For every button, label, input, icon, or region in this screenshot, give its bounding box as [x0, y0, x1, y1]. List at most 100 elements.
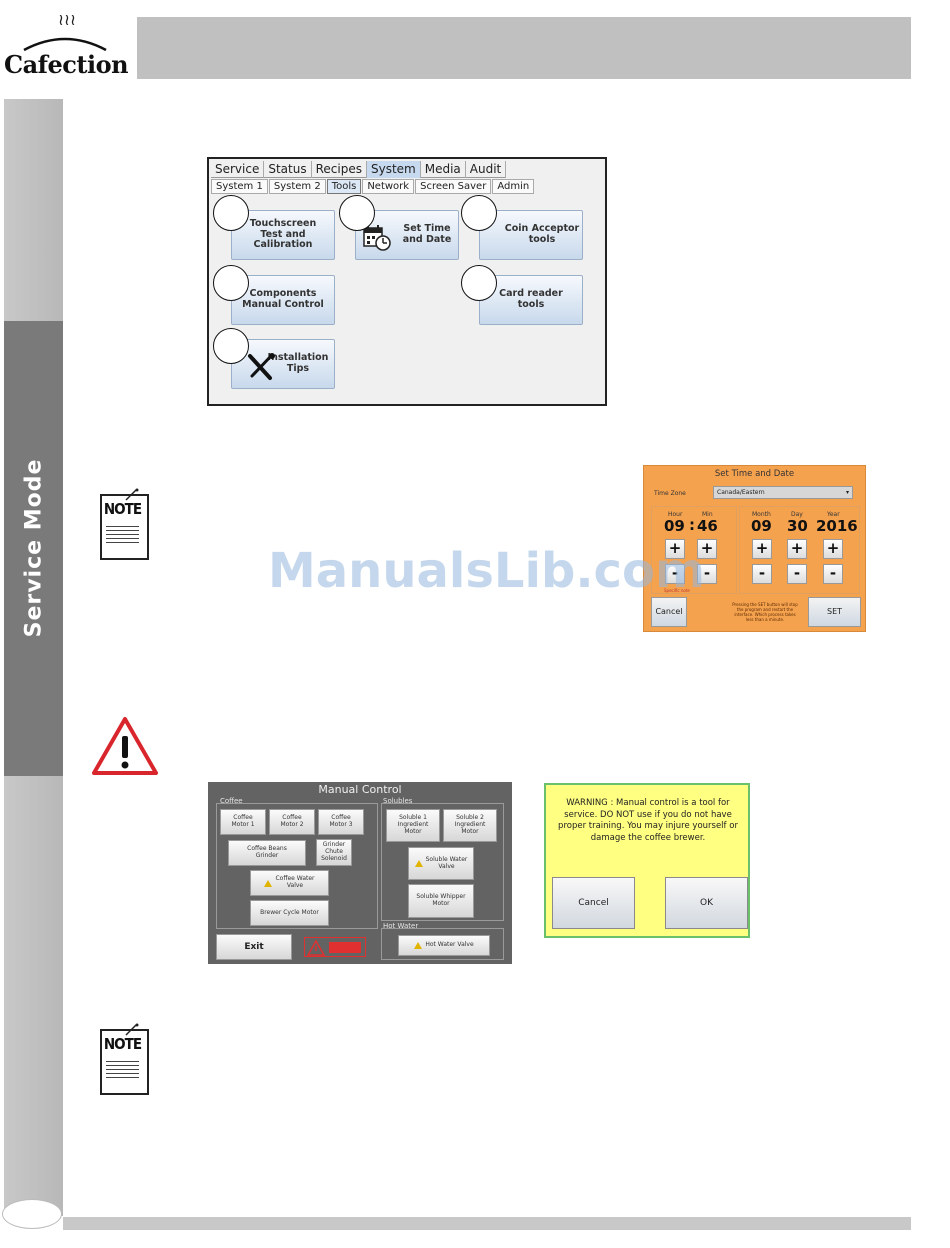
- calendar-clock-icon: [363, 225, 391, 251]
- page-number-oval: [2, 1199, 62, 1229]
- coffee-group: [216, 803, 378, 929]
- year-plus-button[interactable]: +: [823, 539, 843, 559]
- coffee-group-label: Coffee: [220, 797, 243, 805]
- sidebar-tab-top: [4, 99, 63, 321]
- hour-minus-button[interactable]: -: [665, 564, 685, 584]
- day-plus-button[interactable]: +: [787, 539, 807, 559]
- day-minus-button[interactable]: -: [787, 564, 807, 584]
- tab-tools[interactable]: Tools: [326, 179, 362, 194]
- manual-control-alert: [304, 937, 366, 957]
- dialog-cancel-button[interactable]: Cancel: [552, 877, 635, 929]
- tools-icon: [248, 353, 275, 380]
- time-panel: [651, 506, 737, 594]
- month-plus-button[interactable]: +: [752, 539, 772, 559]
- std-set-button[interactable]: SET: [808, 597, 861, 627]
- tab-audit[interactable]: Audit: [466, 161, 507, 178]
- day-value: 30: [787, 517, 808, 535]
- coin-acceptor-tools-button[interactable]: Coin Acceptor tools: [479, 210, 583, 260]
- warning-triangle-icon: [92, 717, 158, 775]
- warning-icon: [414, 860, 423, 867]
- year-label: Year: [827, 511, 840, 518]
- time-zone-select[interactable]: Canada/Eastern ▾: [713, 486, 853, 499]
- note-icon: NOTE: [100, 1023, 150, 1095]
- hour-value: 09: [664, 517, 685, 535]
- callout-circle-5: [461, 265, 497, 301]
- hot-water-valve-label: Hot Water Valve: [425, 941, 474, 949]
- dialog-ok-button[interactable]: OK: [665, 877, 748, 929]
- main-tab-row: Service Status Recipes System Media Audi…: [211, 161, 507, 178]
- callout-circle-6: [213, 328, 249, 364]
- sidebar-label: Service Mode: [21, 458, 47, 638]
- coffee-motor-2-button[interactable]: Coffee Motor 2: [269, 809, 315, 835]
- beans-grinder-button[interactable]: Coffee Beans Grinder: [228, 840, 306, 866]
- warning-icon: [414, 942, 423, 949]
- hour-plus-button[interactable]: +: [665, 539, 685, 559]
- tab-network[interactable]: Network: [362, 179, 415, 194]
- warning-dialog: WARNING : Manual control is a tool for s…: [544, 783, 750, 938]
- sidebar-tab-bottom: [4, 776, 63, 1216]
- month-value: 09: [751, 517, 772, 535]
- coffee-motor-1-button[interactable]: Coffee Motor 1: [220, 809, 266, 835]
- soluble-water-valve-label: Soluble Water Valve: [425, 855, 468, 870]
- manual-control-title: Manual Control: [318, 783, 402, 796]
- hour-label: Hour: [668, 511, 683, 518]
- warning-icon: [264, 879, 273, 887]
- cafection-logo: ≀≀≀ Cafection: [4, 10, 129, 82]
- tab-system[interactable]: System: [366, 161, 421, 178]
- warning-message: WARNING : Manual control is a tool for s…: [558, 798, 738, 843]
- installation-tips-label: Installation Tips: [267, 352, 329, 374]
- std-warning-text: Specific note: [664, 588, 690, 593]
- time-colon: :: [689, 516, 695, 534]
- touchscreen-calibration-button[interactable]: Touchscreen Test and Calibration: [231, 210, 335, 260]
- month-label: Month: [752, 511, 771, 518]
- callout-circle-2: [339, 195, 375, 231]
- chevron-down-icon: ▾: [845, 489, 849, 496]
- coffee-motor-3-button[interactable]: Coffee Motor 3: [318, 809, 364, 835]
- month-minus-button[interactable]: -: [752, 564, 772, 584]
- hot-water-valve-button[interactable]: Hot Water Valve: [398, 935, 490, 956]
- note-label: NOTE: [103, 500, 142, 518]
- sidebar-tab-active: [4, 321, 63, 776]
- tab-media[interactable]: Media: [421, 161, 466, 178]
- hot-water-group: [381, 928, 504, 960]
- min-minus-button[interactable]: -: [697, 564, 717, 584]
- solubles-group: [381, 803, 504, 921]
- min-value: 46: [697, 517, 718, 535]
- note-icon: NOTE: [100, 488, 150, 560]
- hot-water-group-label: Hot Water: [383, 922, 419, 930]
- tab-status[interactable]: Status: [264, 161, 312, 178]
- grinder-chute-button[interactable]: Grinder Chute Solenoid: [316, 839, 352, 866]
- tab-system-1[interactable]: System 1: [211, 179, 268, 194]
- callout-circle-3: [461, 195, 497, 231]
- brand-name: Cafection: [4, 50, 129, 79]
- tab-service[interactable]: Service: [211, 161, 265, 178]
- std-title: Set Time and Date: [714, 469, 795, 479]
- pin-icon: [125, 1023, 139, 1036]
- std-restart-note: Pressing the SET button will stop the pr…: [732, 602, 798, 622]
- coffee-water-valve-label: Coffee Water Valve: [275, 875, 315, 889]
- tab-admin[interactable]: Admin: [492, 179, 535, 194]
- red-warning-icon: [307, 940, 325, 956]
- date-panel: [739, 506, 860, 594]
- tab-recipes[interactable]: Recipes: [312, 161, 367, 178]
- tab-system-2[interactable]: System 2: [268, 179, 326, 194]
- min-plus-button[interactable]: +: [697, 539, 717, 559]
- tools-screen: Service Status Recipes System Media Audi…: [207, 157, 607, 406]
- set-time-date-label: Set Time and Date: [402, 223, 452, 245]
- std-cancel-button[interactable]: Cancel: [651, 597, 687, 627]
- year-minus-button[interactable]: -: [823, 564, 843, 584]
- soluble-2-motor-button[interactable]: Soluble 2 Ingredient Motor: [443, 809, 497, 842]
- manual-control-screen: Manual Control Coffee Solubles Hot Water…: [208, 782, 512, 964]
- exit-button[interactable]: Exit: [216, 934, 292, 960]
- soluble-1-motor-button[interactable]: Soluble 1 Ingredient Motor: [386, 809, 440, 842]
- day-label: Day: [791, 511, 803, 518]
- note-label: NOTE: [103, 1035, 142, 1053]
- coffee-water-valve-button[interactable]: Coffee Water Valve: [250, 870, 329, 896]
- watermark: ManualsLib.com: [268, 543, 705, 599]
- tab-screen-saver[interactable]: Screen Saver: [415, 179, 492, 194]
- soluble-water-valve-button[interactable]: Soluble Water Valve: [408, 847, 474, 880]
- soluble-whipper-button[interactable]: Soluble Whipper Motor: [408, 884, 474, 918]
- brewer-cycle-motor-button[interactable]: Brewer Cycle Motor: [250, 900, 329, 926]
- min-label: Min: [702, 511, 713, 518]
- set-time-date-screen: Set Time and Date Time Zone Canada/Easte…: [643, 465, 866, 632]
